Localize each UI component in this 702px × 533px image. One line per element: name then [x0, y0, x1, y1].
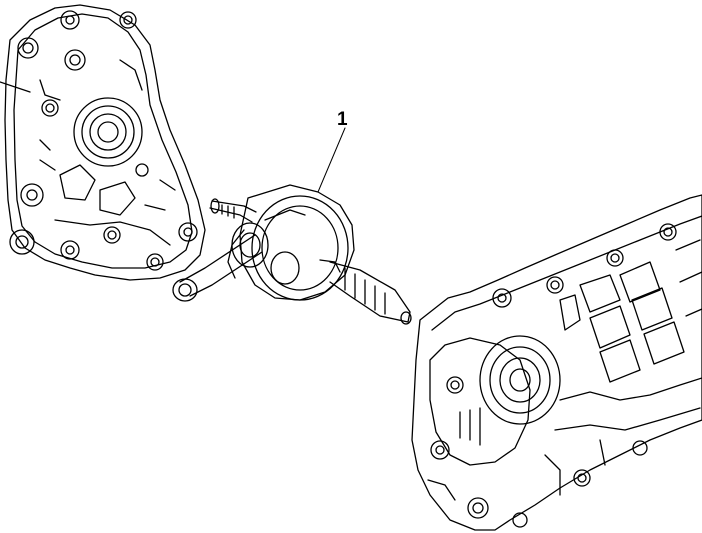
crankshaft-assembly — [172, 184, 412, 325]
left-crankcase-half — [0, 4, 206, 281]
callout-label-1: 1 — [337, 109, 348, 130]
right-crankcase-half — [411, 194, 702, 531]
callout-leader-line — [317, 127, 346, 193]
